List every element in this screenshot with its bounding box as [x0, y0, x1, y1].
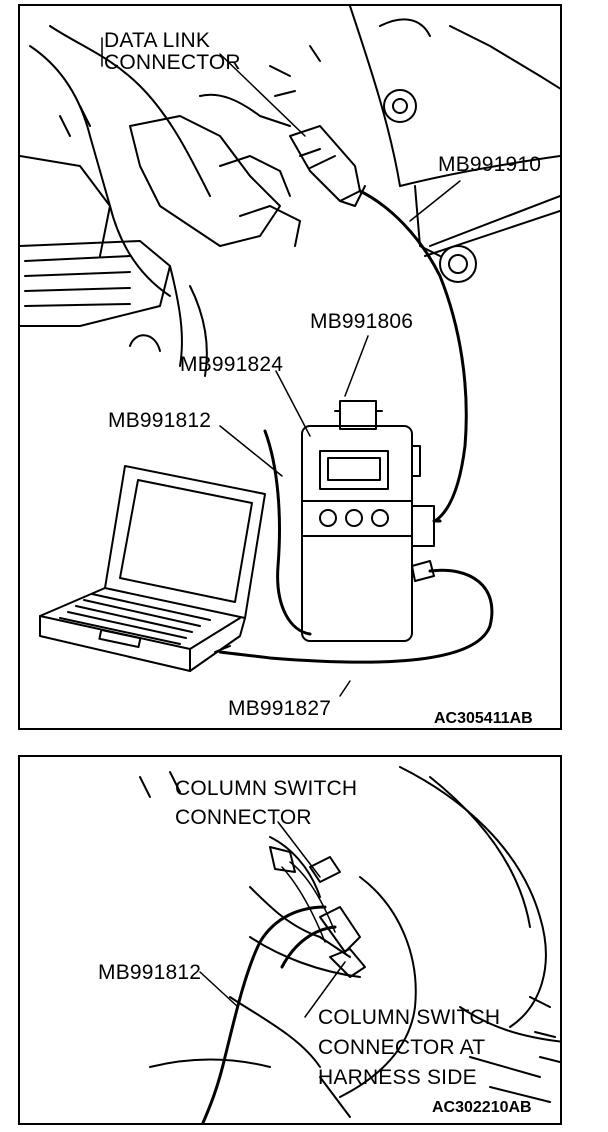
steering-column-linework [139, 766, 560, 1118]
bottom-leader-lines [199, 821, 346, 1018]
mb991812-cable [201, 905, 337, 1123]
device-cables [218, 429, 494, 664]
mb991806-device-drawing [301, 400, 435, 642]
column-switch-connector-label-line1: COLUMN SWITCH [175, 777, 358, 800]
mb991827-label: MB991827 [228, 697, 332, 720]
column-switch-connector-drawing [269, 846, 366, 978]
top-figure-code: AC305411AB [434, 710, 533, 727]
top-leader-lines [101, 37, 461, 697]
mb991910-label: MB991910 [438, 153, 542, 176]
column-switch-connector-label-line2: CONNECTOR [175, 806, 312, 829]
bottom-diagram-panel: COLUMN SWITCH CONNECTOR MB991812 COLUMN … [18, 755, 562, 1125]
data-link-connector-label-line2: CONNECTOR [104, 51, 241, 74]
mb991824-label: MB991824 [180, 353, 284, 376]
data-link-connector-label-line1: DATA LINK [104, 29, 211, 52]
top-diagram-panel: DATA LINK CONNECTOR MB991910 MB991806 MB… [18, 4, 562, 730]
harness-side-label-line2: CONNECTOR AT [318, 1036, 486, 1059]
vehicle-interior-linework [20, 6, 560, 377]
mb991806-label: MB991806 [310, 310, 414, 333]
harness-side-label-line3: HARNESS SIDE [318, 1066, 477, 1089]
harness-side-label-line1: COLUMN SWITCH [318, 1006, 501, 1029]
bottom-diagram-illustration [139, 766, 560, 1123]
data-link-connector-drawing [289, 125, 468, 523]
mb991812-label-top: MB991812 [108, 409, 212, 432]
top-diagram-illustration [20, 6, 560, 697]
laptop-drawing [39, 465, 266, 672]
bottom-figure-code: AC302210AB [432, 1099, 532, 1116]
mb991812-label-bottom: MB991812 [98, 961, 202, 984]
